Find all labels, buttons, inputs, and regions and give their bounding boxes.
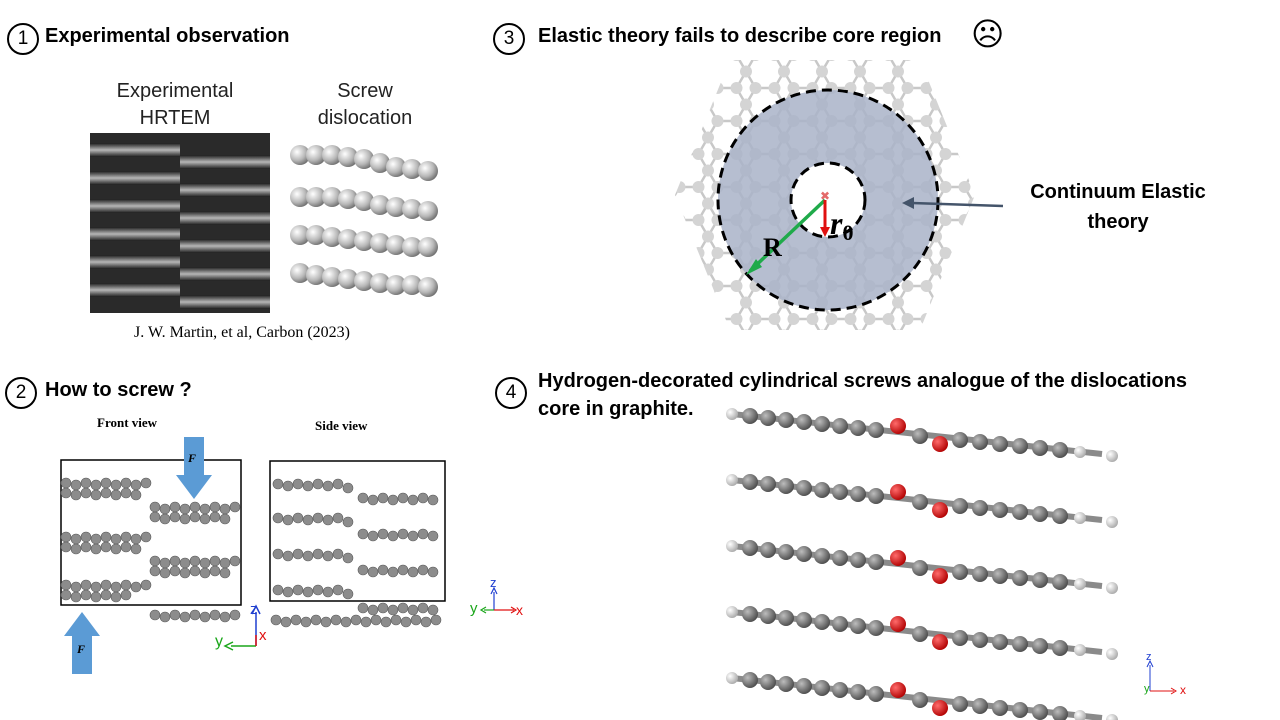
continuum-label: Continuum Elastic theory <box>1030 181 1206 233</box>
radius-R-label: R <box>763 233 782 262</box>
hrtem-label: Experimental HRTEM <box>116 80 234 129</box>
hydrogen-screw-structure <box>722 408 1122 713</box>
side-view-axes <box>479 586 518 614</box>
side-axis-z: z <box>490 575 497 590</box>
screw-dislocation-label: Screw dislocation <box>317 80 413 129</box>
force-label-top: F <box>188 451 197 465</box>
section-3-number: 3 <box>493 23 525 55</box>
front-axis-z: z <box>250 601 258 618</box>
citation: J. W. Martin, et al, Carbon (2023) <box>134 324 350 341</box>
radius-r0-main: r <box>830 205 843 241</box>
panel4-axes <box>1146 659 1177 695</box>
section-3-title: Elastic theory fails to describe core re… <box>538 25 942 47</box>
side-view-structure <box>269 460 446 628</box>
section-1-title: Experimental observation <box>45 25 290 47</box>
side-axis-x: x <box>516 602 523 618</box>
section-4-title: Hydrogen-decorated cylindrical screws an… <box>538 370 1188 420</box>
front-view-structure <box>60 459 242 623</box>
hrtem-image <box>90 133 270 313</box>
section-1-number: 1 <box>7 23 39 55</box>
continuum-pointer-arrow <box>902 197 1004 209</box>
side-axis-y: y <box>470 600 478 617</box>
radius-r0-sub: 0 <box>842 220 854 245</box>
screw-dislocation-image <box>290 145 438 297</box>
panel4-axis-x: x <box>1180 683 1186 697</box>
front-view-axes <box>223 604 261 651</box>
force-arrow-down <box>176 437 212 499</box>
section-4-number: 4 <box>495 377 527 409</box>
section-2-title: How to screw ? <box>45 379 192 401</box>
radius-r0-label: r0 <box>830 205 854 245</box>
svg-text:✖: ✖ <box>820 189 830 203</box>
section-2-number: 2 <box>5 377 37 409</box>
sad-face-icon: ☹ <box>971 15 1005 53</box>
panel4-axis-z: z <box>1146 651 1152 663</box>
force-label-bottom: F <box>77 642 86 656</box>
elastic-theory-diagram: ✖ <box>675 60 975 330</box>
front-axis-x: x <box>259 627 267 644</box>
side-view-label: Side view <box>315 418 368 433</box>
panel4-axis-y: y <box>1144 683 1150 695</box>
front-view-label: Front view <box>97 415 158 430</box>
front-axis-y: y <box>215 633 223 650</box>
force-arrow-up <box>64 612 100 674</box>
